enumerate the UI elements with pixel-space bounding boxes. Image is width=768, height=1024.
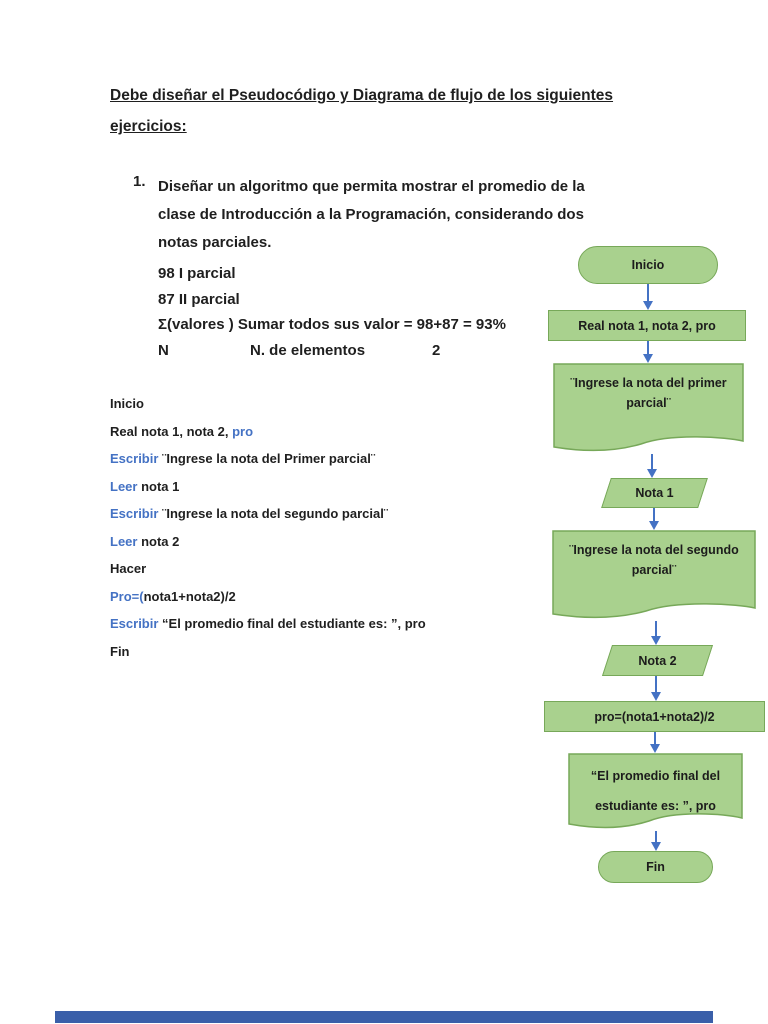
- value-line-n: N N. de elementos 2: [158, 338, 638, 364]
- pseudocode-line-10: Fin: [110, 643, 130, 659]
- flow-arrow-2: [647, 341, 649, 355]
- n-label: N: [158, 341, 169, 359]
- document-shape: [553, 363, 744, 452]
- flow-node-label: “El promedio final del estudiante es: ”,…: [590, 769, 721, 813]
- flow-arrowhead-icon: [643, 301, 653, 310]
- exercise-number: 1.: [133, 173, 146, 190]
- flow-arrow-3: [651, 454, 653, 470]
- flow-arrowhead-icon: [650, 744, 660, 753]
- pseudocode-line-2: Real nota 1, nota 2, pro: [110, 423, 254, 439]
- exercise-text: Diseñar un algoritmo que permita mostrar…: [158, 178, 585, 251]
- pseudocode-line-1: Inicio: [110, 396, 144, 411]
- pseudocode-line-6: Leer nota 2: [110, 533, 180, 549]
- flow-arrowhead-icon: [651, 636, 661, 645]
- flow-arrowhead-icon: [649, 521, 659, 530]
- page-title: Debe diseñar el Pseudocódigo y Diagrama …: [110, 87, 614, 135]
- parallelogram-shape: [601, 478, 708, 508]
- value-line-second-parcial: 87 II parcial: [158, 290, 240, 308]
- flow-arrow-4: [653, 508, 655, 522]
- flow-arrowhead-icon: [643, 354, 653, 363]
- flow-node-prompt-second-parcial-document: ¨Ingrese la nota del segundo parcial¨: [552, 530, 756, 621]
- values-block: 98 I parcial 87 II parcial Σ(valores ) S…: [158, 261, 638, 363]
- next-page-strip: [55, 1011, 713, 1023]
- flow-node-nota2-input: Nota 2: [598, 645, 717, 676]
- flow-node-fin-terminator: Fin: [598, 851, 713, 883]
- flow-node-output-promedio-document: “El promedio final del estudiante es: ”,…: [568, 753, 743, 831]
- document-shape: [552, 530, 756, 619]
- pseudocode-line-5: Escribir ¨Ingrese la nota del segundo pa…: [110, 506, 389, 521]
- flow-node-label: Nota 1: [635, 486, 674, 500]
- flow-node-prompt-first-parcial-document: ¨Ingrese la nota del primer parcial¨: [553, 363, 744, 454]
- flow-node-average-formula-process: pro=(nota1+nota2)/2: [544, 701, 765, 732]
- pseudocode-line-8: Pro=(nota1+nota2)/2: [110, 588, 236, 604]
- pseudocode-line-9: Escribir “El promedio final del estudian…: [110, 616, 426, 631]
- flow-node-label: ¨Ingrese la nota del primer parcial¨: [570, 376, 727, 410]
- parallelogram-shape: [601, 645, 714, 676]
- flow-arrow-8: [655, 831, 657, 843]
- n-desc: N. de elementos: [250, 341, 366, 359]
- value-line-sum: Σ(valores ) Sumar todos sus valor = 98+8…: [158, 316, 506, 333]
- flow-node-label: Nota 2: [638, 653, 677, 668]
- flow-node-nota1-input: Nota 1: [597, 478, 712, 508]
- document-shape: [568, 753, 743, 829]
- pseudocode-line-4: Leer nota 1: [110, 478, 180, 494]
- flow-arrowhead-icon: [647, 469, 657, 478]
- flow-arrowhead-icon: [651, 692, 661, 701]
- flow-arrow-1: [647, 284, 649, 302]
- pseudocode-line-3: Escribir ¨Ingrese la nota del Primer par…: [110, 451, 376, 466]
- flow-arrow-7: [654, 732, 656, 745]
- flow-node-label: ¨Ingrese la nota del segundo parcial¨: [569, 543, 739, 577]
- value-line-first-parcial: 98 I parcial: [158, 265, 236, 282]
- flow-arrow-6: [655, 676, 657, 693]
- flow-arrow-5: [655, 621, 657, 637]
- flow-arrowhead-icon: [651, 842, 661, 851]
- pseudocode-line-7: Hacer: [110, 561, 147, 576]
- n-value: 2: [432, 341, 441, 359]
